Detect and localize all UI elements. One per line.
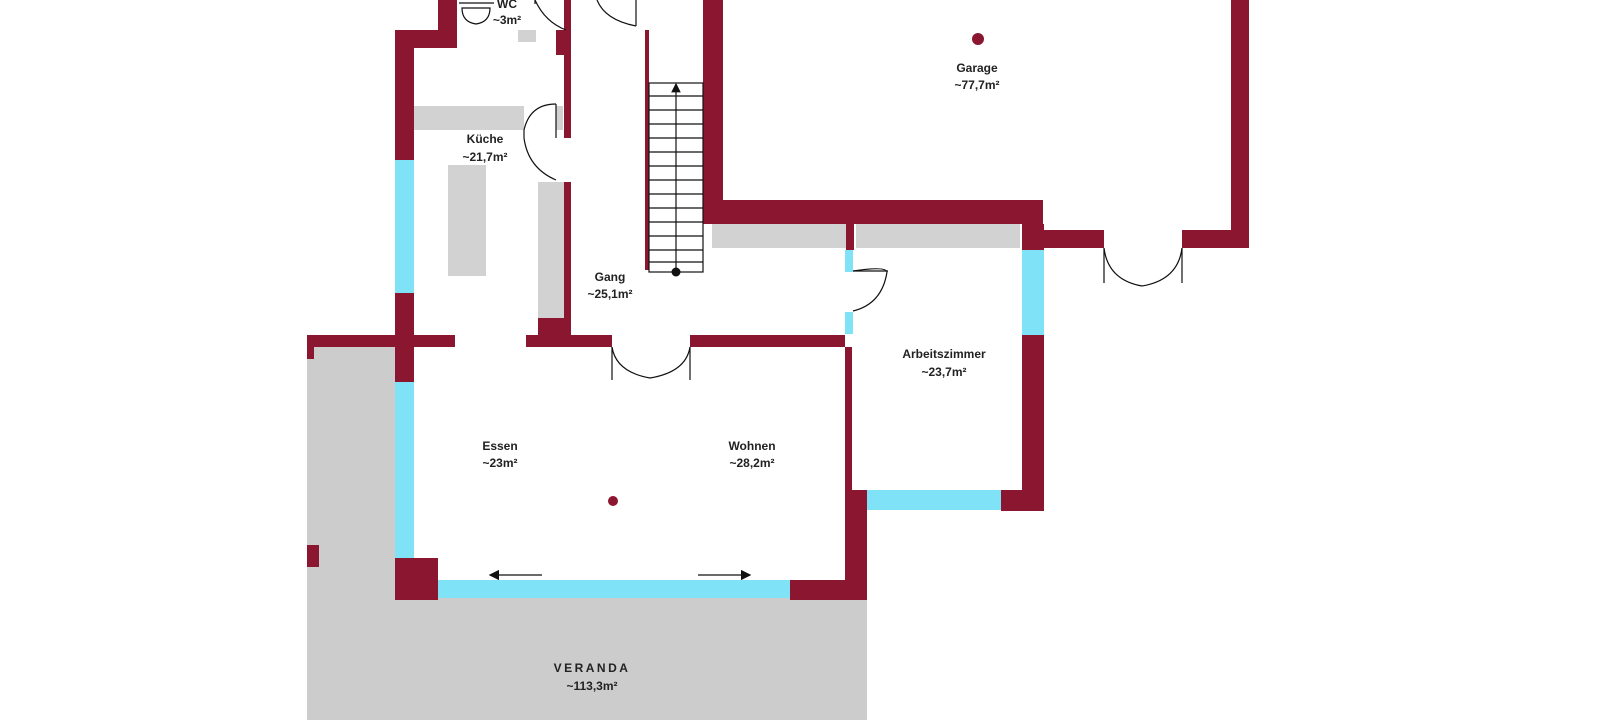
essen-area: ~23m²	[482, 456, 517, 470]
door-kueche-a	[523, 103, 557, 131]
door-kueche-b	[523, 137, 557, 181]
garage-area: ~77,7m²	[954, 78, 999, 92]
window-kueche	[395, 160, 414, 293]
wall-wc-west	[438, 0, 457, 48]
wall-west-upper	[395, 30, 414, 160]
dot-icon	[608, 496, 618, 506]
door-garage-left	[1103, 247, 1143, 287]
window-essen	[395, 382, 414, 558]
veranda-name: VERANDA	[554, 661, 631, 675]
staircase	[648, 82, 704, 273]
essen-name: Essen	[482, 439, 517, 453]
wall-garage-east	[1231, 0, 1249, 248]
wall-north-gang-b	[690, 335, 845, 347]
veranda-terrace	[307, 337, 867, 720]
wc-area: ~3m²	[493, 13, 521, 27]
door-wc	[534, 0, 567, 31]
wall-garage-west	[703, 0, 723, 224]
wall-sw-corner	[395, 558, 438, 600]
door-garage-right	[1141, 247, 1183, 287]
door-entry	[596, 0, 637, 27]
kitchen-island	[448, 165, 486, 276]
kueche-area: ~21,7m²	[462, 150, 507, 164]
gang-cabinet-right	[856, 224, 1020, 248]
wohnen-area: ~28,2m²	[729, 456, 774, 470]
window-arbeit-east	[1022, 250, 1044, 335]
window-wohnen-south	[438, 580, 790, 598]
arbeit-name: Arbeitszimmer	[902, 347, 986, 361]
stairs-start-dot	[671, 267, 681, 277]
wall-kueche-east-lower	[564, 182, 571, 340]
window-arbeit-south	[867, 490, 1001, 510]
gang-area: ~25,1m²	[587, 287, 632, 301]
window-gang-small-a	[845, 250, 853, 272]
garage-name: Garage	[956, 61, 998, 75]
gang-cabinet-left	[712, 224, 846, 248]
kitchen-counter-stub	[556, 106, 563, 130]
wall-garage-south	[703, 200, 1043, 224]
door-wohnen-left	[611, 346, 651, 379]
wall-arbeit-se	[1001, 490, 1044, 511]
wall-gang-divider	[846, 224, 854, 250]
kitchen-counter-right	[538, 182, 564, 318]
walls	[307, 0, 1249, 600]
dot-icon	[972, 33, 984, 45]
veranda-area: ~113,3m²	[566, 679, 617, 693]
wohnen-name: Wohnen	[728, 439, 775, 453]
wc-name: WC	[497, 0, 517, 11]
kueche-name: Küche	[467, 132, 504, 146]
wall-north-gang-a	[526, 335, 612, 347]
gang-name: Gang	[595, 270, 626, 284]
kitchen-counter-top	[414, 106, 524, 130]
wall-stairs-west	[645, 30, 649, 270]
wall-arbeit-east	[1022, 335, 1044, 511]
arbeit-area: ~23,7m²	[921, 365, 966, 379]
wall-north-essen	[307, 335, 455, 347]
window-gang-small-b	[845, 312, 853, 334]
windows	[395, 160, 1044, 598]
doors	[459, 0, 1183, 380]
wall-wohnen-east-lower	[845, 490, 867, 600]
wc-sink	[518, 30, 536, 42]
wc-toilet	[461, 7, 491, 25]
wall-kueche-east-upper	[564, 0, 571, 138]
room-labels: WC ~3m² Garage ~77,7m² Küche ~21,7m² Gan…	[462, 0, 999, 693]
door-wohnen-right	[649, 346, 691, 379]
wall-wohnen-east	[845, 347, 852, 490]
wall-garage-south-b	[1022, 230, 1104, 248]
fixtures	[414, 30, 1020, 318]
